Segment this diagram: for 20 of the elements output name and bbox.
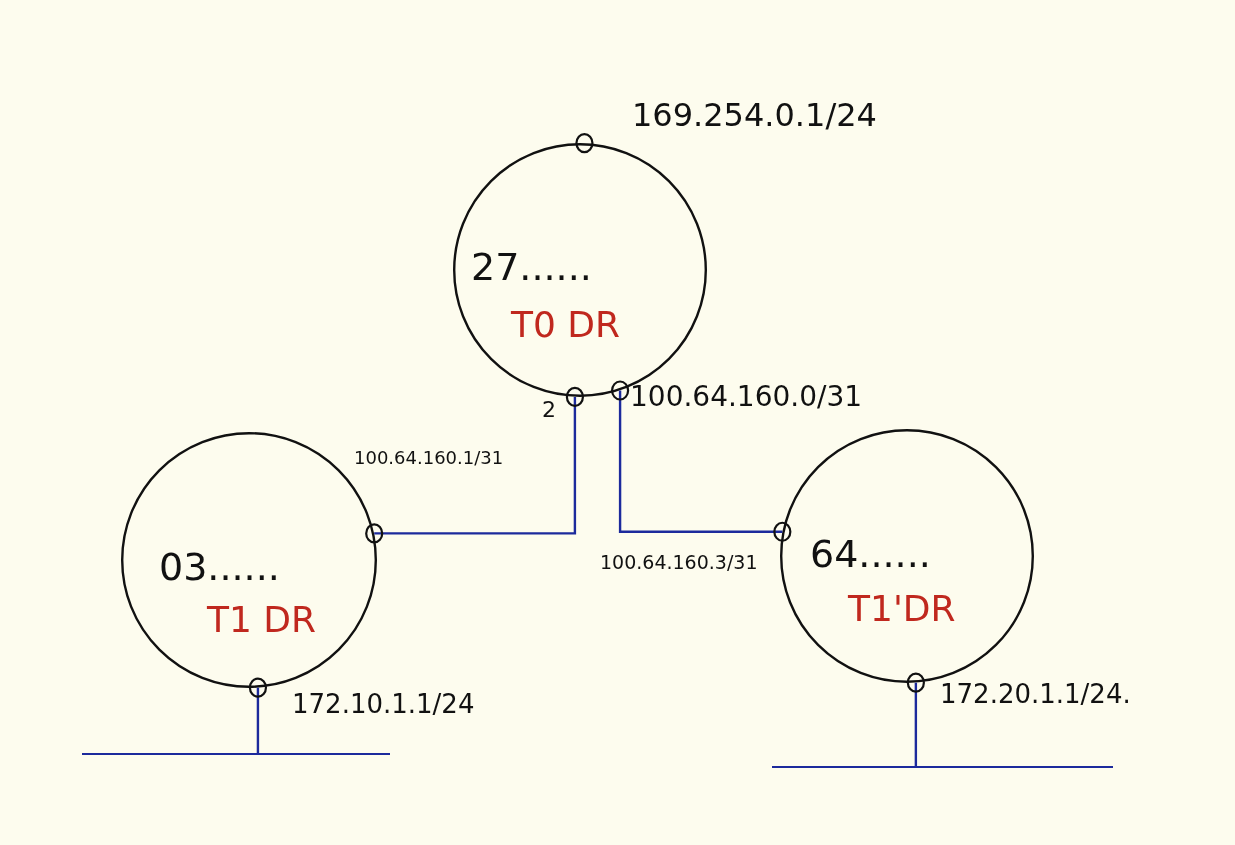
ip-address-label: 172.20.1.1/24.: [940, 680, 1131, 709]
network-link: [618, 390, 783, 533]
router-id-text: 03......: [159, 547, 280, 589]
network-link: [914, 682, 918, 767]
network-bus-line: [82, 753, 390, 755]
router-circle: [780, 429, 1034, 683]
router-role-text: T1'DR: [848, 589, 956, 629]
port-number: 2: [542, 398, 556, 423]
ip-address-label: 169.254.0.1/24: [632, 98, 877, 134]
network-bus-line: [772, 766, 1113, 768]
router-role-text: T0 DR: [511, 305, 621, 345]
network-link: [374, 396, 577, 535]
ip-address-label: 100.64.160.1/31: [354, 448, 504, 468]
router-role-text: T1 DR: [207, 600, 317, 640]
router-id-text: 27......: [471, 247, 592, 289]
network-link: [256, 687, 260, 754]
ip-address-label: 100.64.160.0/31: [630, 382, 863, 413]
ip-address-label: 172.10.1.1/24: [292, 690, 475, 719]
ip-address-label: 100.64.160.3/31: [600, 552, 758, 573]
router-id-text: 64......: [810, 534, 931, 576]
